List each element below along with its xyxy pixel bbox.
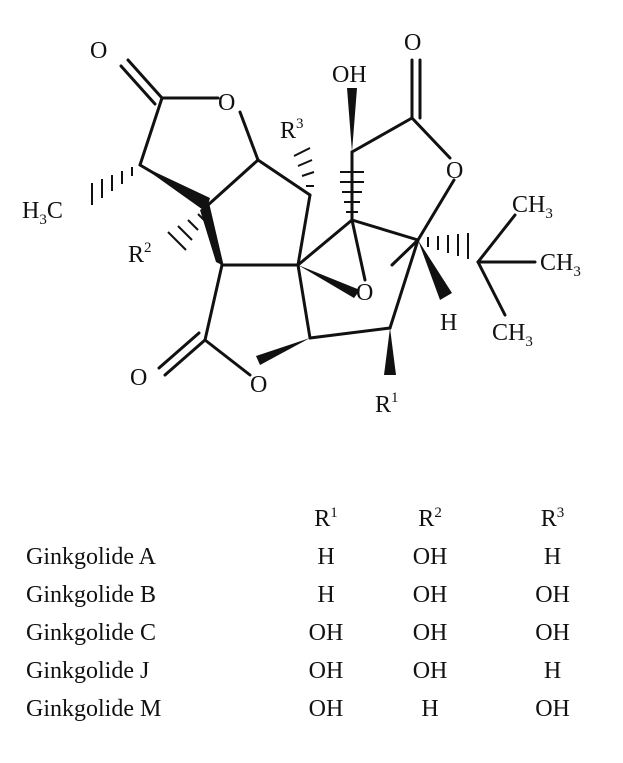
r1-value: OH [308,657,344,684]
compound-name: Ginkgolide J [26,657,150,684]
header-blank [18,500,274,538]
compound-name: Ginkgolide A [26,543,156,570]
r3-value: H [543,543,562,570]
r1-value: OH [308,695,344,722]
header-r2: R2 [418,505,442,532]
table-row: Ginkgolide A H OH H [18,538,623,576]
label-r3: R3 [280,116,304,144]
table-row: Ginkgolide J OH OH H [18,652,623,690]
r2-value: H [421,695,439,722]
label-r2: R2 [128,240,152,268]
table-row: Ginkgolide M OH H OH [18,690,623,728]
atom-h-right: H [440,310,457,336]
r3-value: OH [535,695,570,722]
atom-o-top-right: O [404,30,421,56]
label-ch3-mid: CH3 [540,250,581,280]
ginkgolide-structure-diagram: O O OH O O H3C R3 R2 CH3 CH3 CH3 O H O O… [22,30,581,418]
r2-value: OH [412,657,448,684]
r1-value: OH [308,619,344,646]
wedge-bonds [140,88,452,375]
r1-value: H [317,543,335,570]
label-h3c-left: H3C [22,198,63,228]
table-row: Ginkgolide B H OH OH [18,576,623,614]
r3-value: OH [535,619,570,646]
compound-name: Ginkgolide B [26,581,156,608]
table-header-row: R1 R2 R3 [18,500,623,538]
r1-value: H [317,581,335,608]
label-ch3-top: CH3 [512,192,553,222]
atom-o-top-left: O [90,38,107,64]
header-r1: R1 [314,505,338,532]
atom-o-ring-bottom: O [250,372,267,398]
atom-o-bridge: O [356,280,373,306]
label-ch3-bot: CH3 [492,320,533,350]
table-row: Ginkgolide C OH OH OH [18,614,623,652]
bond-lines [119,58,537,377]
atom-o-ring-right: O [446,158,463,184]
compound-name: Ginkgolide M [26,695,162,722]
atom-oh-top: OH [332,62,367,88]
r2-value: OH [412,543,448,570]
r3-value: H [543,657,562,684]
header-r3: R3 [540,505,565,532]
hashed-bonds [91,147,469,259]
r2-value: OH [412,581,448,608]
r2-value: OH [412,619,448,646]
substituent-table: R1 R2 R3 Ginkgolide A H OH H Ginkgolide … [18,500,623,728]
atom-o-bottom-left: O [130,365,147,391]
atom-o-ring-left: O [218,90,235,116]
r3-value: OH [535,581,570,608]
compound-name: Ginkgolide C [26,619,156,646]
label-r1: R1 [375,390,399,418]
